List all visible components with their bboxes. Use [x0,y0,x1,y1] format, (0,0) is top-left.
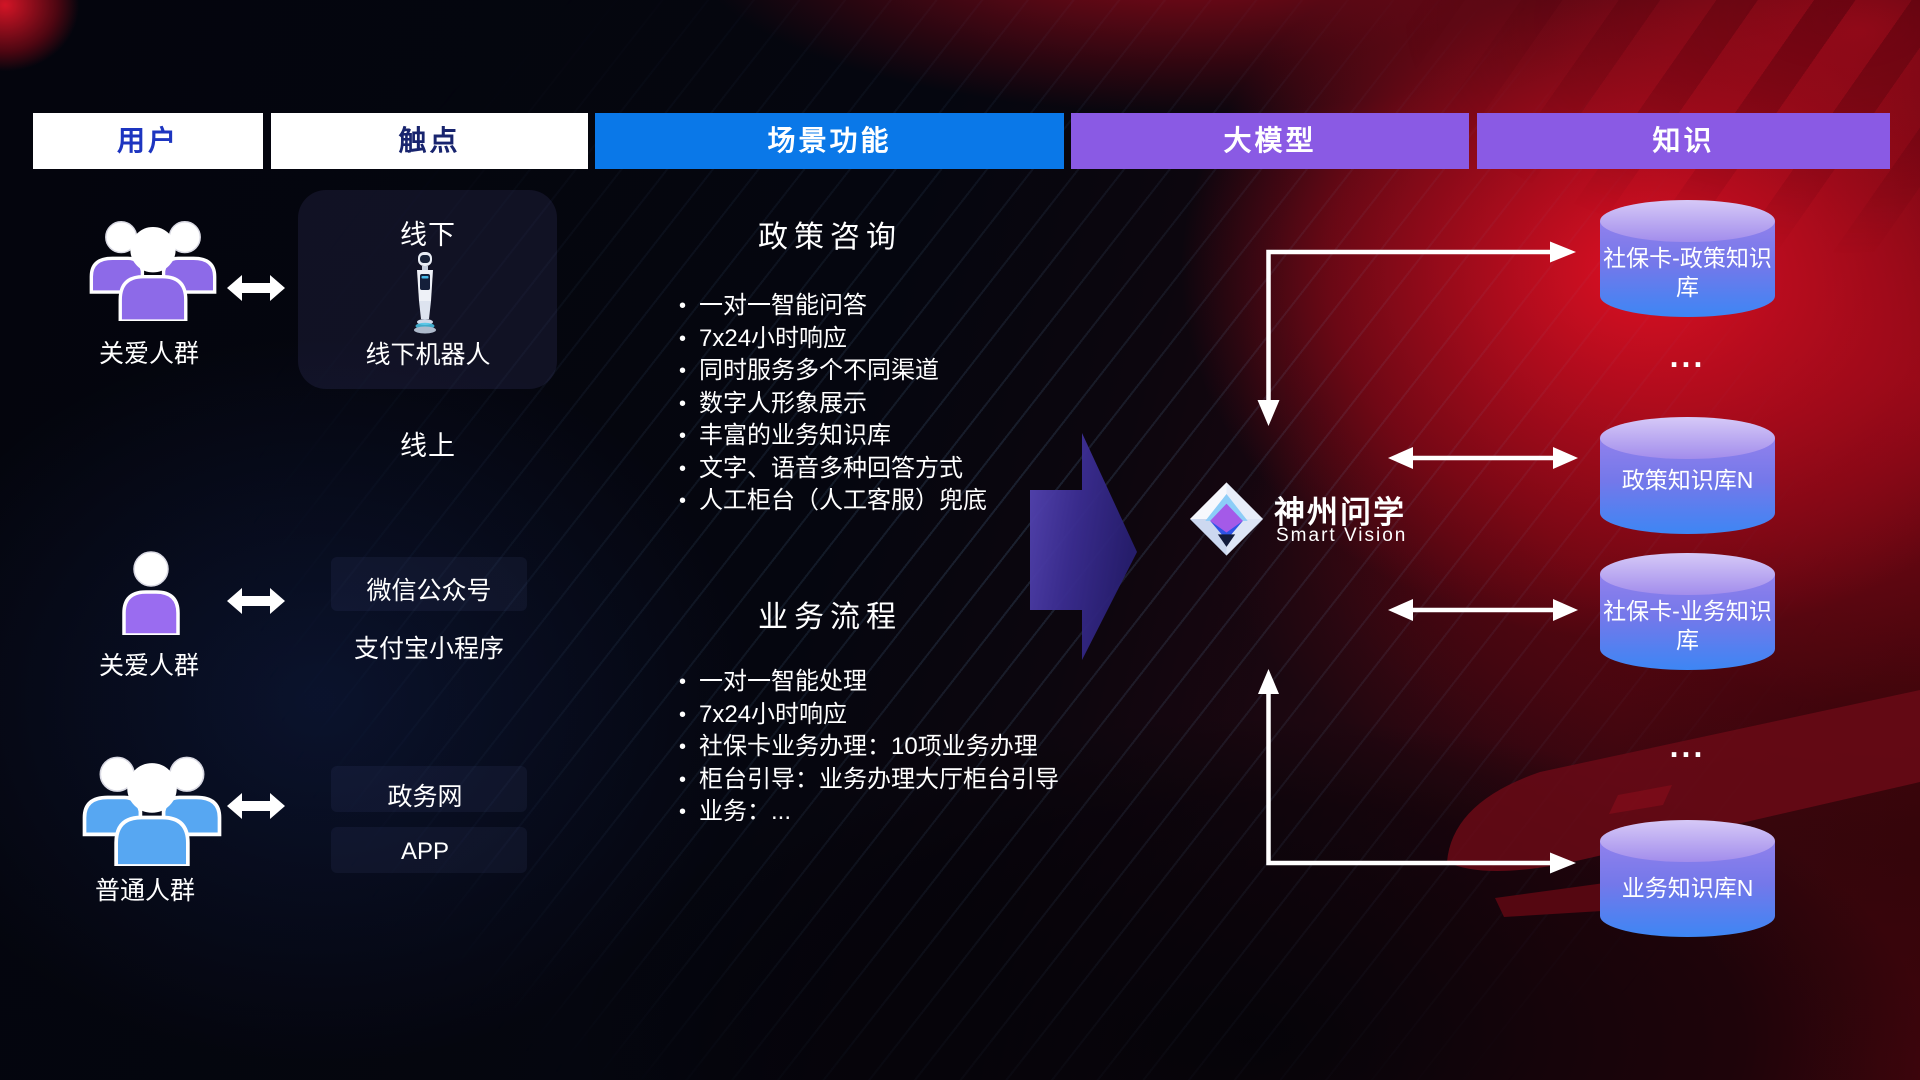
kb-cylinder-label: 社保卡-政策知识库 [1603,245,1772,300]
ellipsis: ... [1669,338,1706,374]
scene-bullets-policy: 一对一智能问答7x24小时响应同时服务多个不同渠道数字人形象展示丰富的业务知识库… [677,290,1157,518]
bidirectional-arrow-icon [227,275,285,301]
channel-panel [331,557,527,611]
kb-cylinder-label: 社保卡-业务知识库 [1603,598,1772,653]
person-icon [122,551,180,635]
flow-arrow-shape [1030,433,1137,660]
column-header-users: 用户 [33,113,263,169]
user-group-label: 关爱人群 [98,340,200,368]
bullet-item: 人工柜台（人工客服）兜底 [677,485,1157,518]
kb-cylinder-label: 政策知识库N [1621,466,1754,493]
kb-cylinder-label: 业务知识库N [1621,874,1754,901]
channel-app: APP [400,838,450,865]
bullet-item: 业务：... [677,796,1157,829]
column-header-touchpoints: 触点 [271,113,588,169]
scene-title-policy: 政策咨询 [758,221,902,254]
bullet-item: 社保卡业务办理：10项业务办理 [677,731,1157,764]
channel-wechat: 微信公众号 [366,577,492,605]
bullet-item: 7x24小时响应 [677,699,1157,732]
ellipsis: ... [1669,728,1706,764]
offline-label: 线下 [400,220,456,250]
user-public-label: 普通人群 [94,877,196,905]
bullet-item: 7x24小时响应 [677,323,1157,356]
robot-icon [414,252,436,334]
logo-subtitle: Smart Vision [1276,525,1408,546]
scene-title-business: 业务流程 [758,601,902,634]
bullet-item: 数字人形象展示 [677,388,1157,421]
channel-panel [331,827,527,873]
scene-bullets-business: 一对一智能处理7x24小时响应社保卡业务办理：10项业务办理柜台引导：业务办理大… [677,666,1157,829]
logo-name: 神州问学 [1274,495,1406,530]
column-header-model: 大模型 [1071,113,1469,169]
bullet-item: 同时服务多个不同渠道 [677,355,1157,388]
channel-panel [331,766,527,812]
column-header-scenes: 场景功能 [595,113,1064,169]
offline-device-label: 线下机器人 [365,341,491,369]
white-connector-arrows [1257,241,1578,874]
channel-alipay: 支付宝小程序 [353,635,505,663]
user-single-label: 关爱人群 [98,652,200,680]
knowledge-cylinders [1600,200,1775,937]
group-people-icon [82,756,222,866]
column-header-knowledge: 知识 [1477,113,1890,169]
bidirectional-arrow-icon [227,793,285,819]
bidirectional-arrow-icon [227,588,285,614]
background-red-swoosh [1447,690,1920,917]
group-people-icon [89,221,217,321]
bullet-item: 一对一智能处理 [677,666,1157,699]
bullet-item: 文字、语音多种回答方式 [677,453,1157,486]
smart-vision-logo-icon [1189,482,1264,556]
bullet-item: 一对一智能问答 [677,290,1157,323]
online-label: 线上 [400,431,456,461]
channel-govweb: 政务网 [387,783,463,811]
bullet-item: 丰富的业务知识库 [677,420,1157,453]
bullet-item: 柜台引导：业务办理大厅柜台引导 [677,764,1157,797]
